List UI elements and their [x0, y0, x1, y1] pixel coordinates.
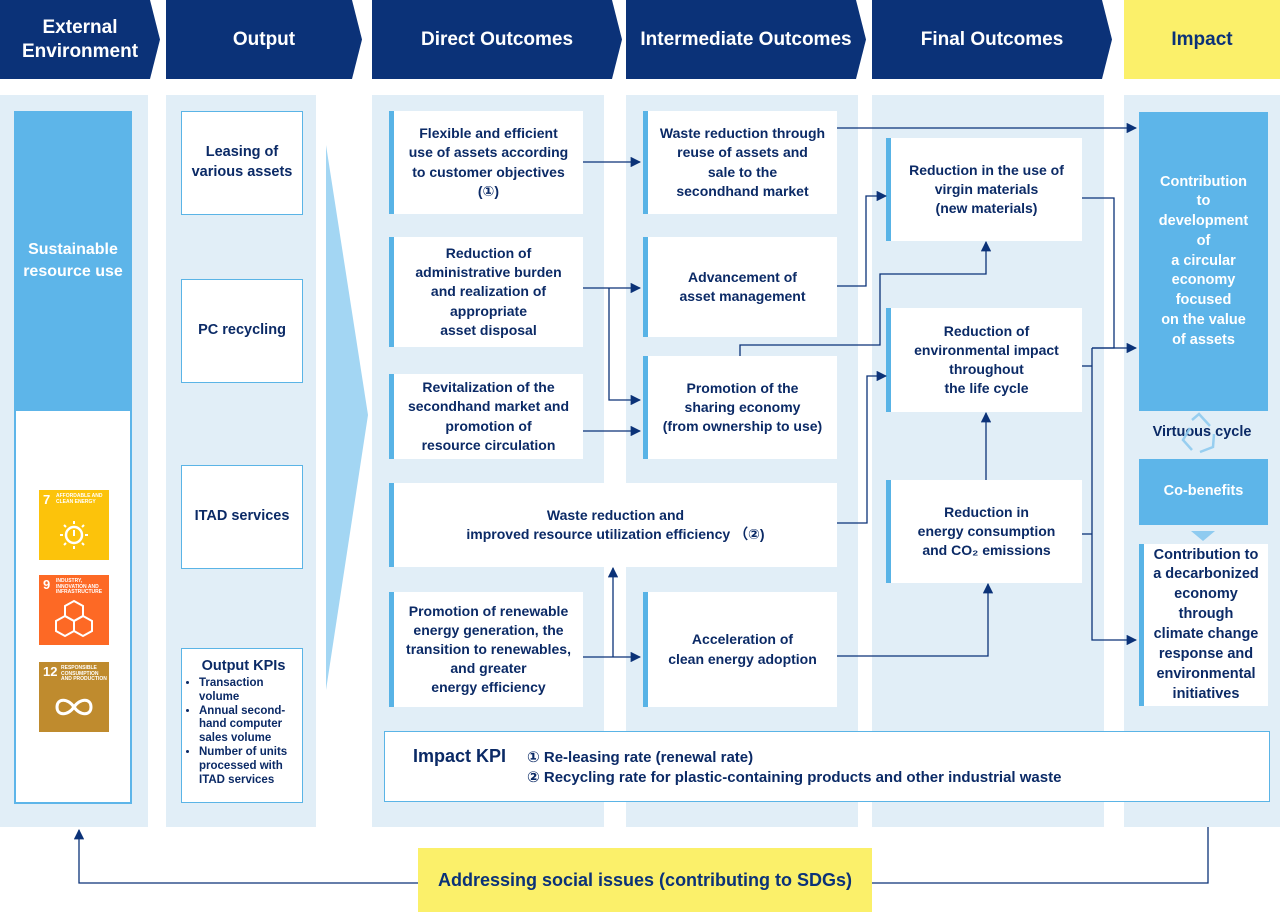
final-virgin-materials: Reduction in the use of virgin materials… — [886, 138, 1082, 241]
header-final-outcomes: Final Outcomes — [872, 0, 1112, 79]
impact-kpi-item: ② Recycling rate for plastic-containing … — [527, 769, 1062, 787]
impact-kpi-box: Impact KPI ① Re-leasing rate (renewal ra… — [384, 731, 1270, 802]
output-kpis-list: Transaction volume Annual second-hand co… — [189, 677, 298, 787]
impact-circular-economy: Contribution to development of a circula… — [1139, 112, 1268, 411]
final-energy-co2: Reduction in energy consumption and CO₂ … — [886, 480, 1082, 583]
output-kpis: Output KPIs Transaction volume Annual se… — [181, 648, 303, 803]
intermediate-waste-reuse: Waste reduction through reuse of assets … — [643, 111, 837, 214]
output-leasing: Leasing of various assets — [181, 111, 303, 215]
header-intermediate-outcomes: Intermediate Outcomes — [626, 0, 866, 79]
social-issues-banner: Addressing social issues (contributing t… — [418, 848, 872, 912]
sdg-9-icon: 9 INDUSTRY, INNOVATION AND INFRASTRUCTUR… — [39, 575, 109, 645]
sun-icon — [60, 521, 88, 549]
sdg-7-label: AFFORDABLE AND CLEAN ENERGY — [56, 493, 103, 505]
impact-kpi-item: ① Re-leasing rate (renewal rate) — [527, 749, 754, 766]
header-external-environment: External Environment — [0, 0, 160, 79]
direct-administrative-burden: Reduction of administrative burden and r… — [389, 237, 583, 347]
impact-kpi-title: Impact KPI — [413, 746, 507, 766]
impact-decarbonized-economy: Contribution to a decarbonized economy t… — [1139, 544, 1268, 706]
output-kpis-title: Output KPIs — [201, 658, 286, 674]
infinity-icon — [55, 698, 93, 716]
cubes-icon — [55, 599, 93, 638]
final-environmental-impact: Reduction of environmental impact throug… — [886, 308, 1082, 412]
impact-co-benefits: Co-benefits — [1139, 459, 1268, 525]
sdg-12-number: 12 — [43, 664, 58, 679]
output-kpi-item: Transaction volume — [199, 677, 298, 705]
header-output: Output — [166, 0, 362, 79]
direct-waste-reduction: Waste reduction and improved resource ut… — [389, 483, 837, 567]
direct-renewable-energy: Promotion of renewable energy generation… — [389, 592, 583, 707]
sdg-7-number: 7 — [43, 492, 51, 507]
output-kpi-item: Number of units processed with ITAD serv… — [199, 746, 298, 787]
virtuous-cycle-label: Virtuous cycle — [1152, 424, 1252, 440]
intermediate-sharing-economy: Promotion of the sharing economy (from o… — [643, 356, 837, 459]
impact-kpi-list: ① Re-leasing rate (renewal rate) ② Recyc… — [527, 748, 1061, 789]
output-pc-recycling: PC recycling — [181, 279, 303, 383]
header-direct-outcomes: Direct Outcomes — [372, 0, 622, 79]
sdg-7-icon: 7 AFFORDABLE AND CLEAN ENERGY — [39, 490, 109, 560]
intermediate-asset-management: Advancement of asset management — [643, 237, 837, 337]
sdg-9-label: INDUSTRY, INNOVATION AND INFRASTRUCTURE — [56, 578, 103, 595]
header-impact: Impact — [1124, 0, 1280, 79]
sdg-12-label: RESPONSIBLE CONSUMPTION AND PRODUCTION — [61, 665, 107, 682]
output-kpi-item: Annual second-hand computer sales volume — [199, 705, 298, 746]
intermediate-clean-energy: Acceleration of clean energy adoption — [643, 592, 837, 707]
sdg-12-icon: 12 RESPONSIBLE CONSUMPTION AND PRODUCTIO… — [39, 662, 109, 732]
output-itad-services: ITAD services — [181, 465, 303, 569]
direct-flexible-asset-use: Flexible and efficient use of assets acc… — [389, 111, 583, 214]
sdg-9-number: 9 — [43, 577, 51, 592]
direct-secondhand-market: Revitalization of the secondhand market … — [389, 374, 583, 459]
sustainable-resource-use: Sustainable resource use — [14, 111, 132, 411]
